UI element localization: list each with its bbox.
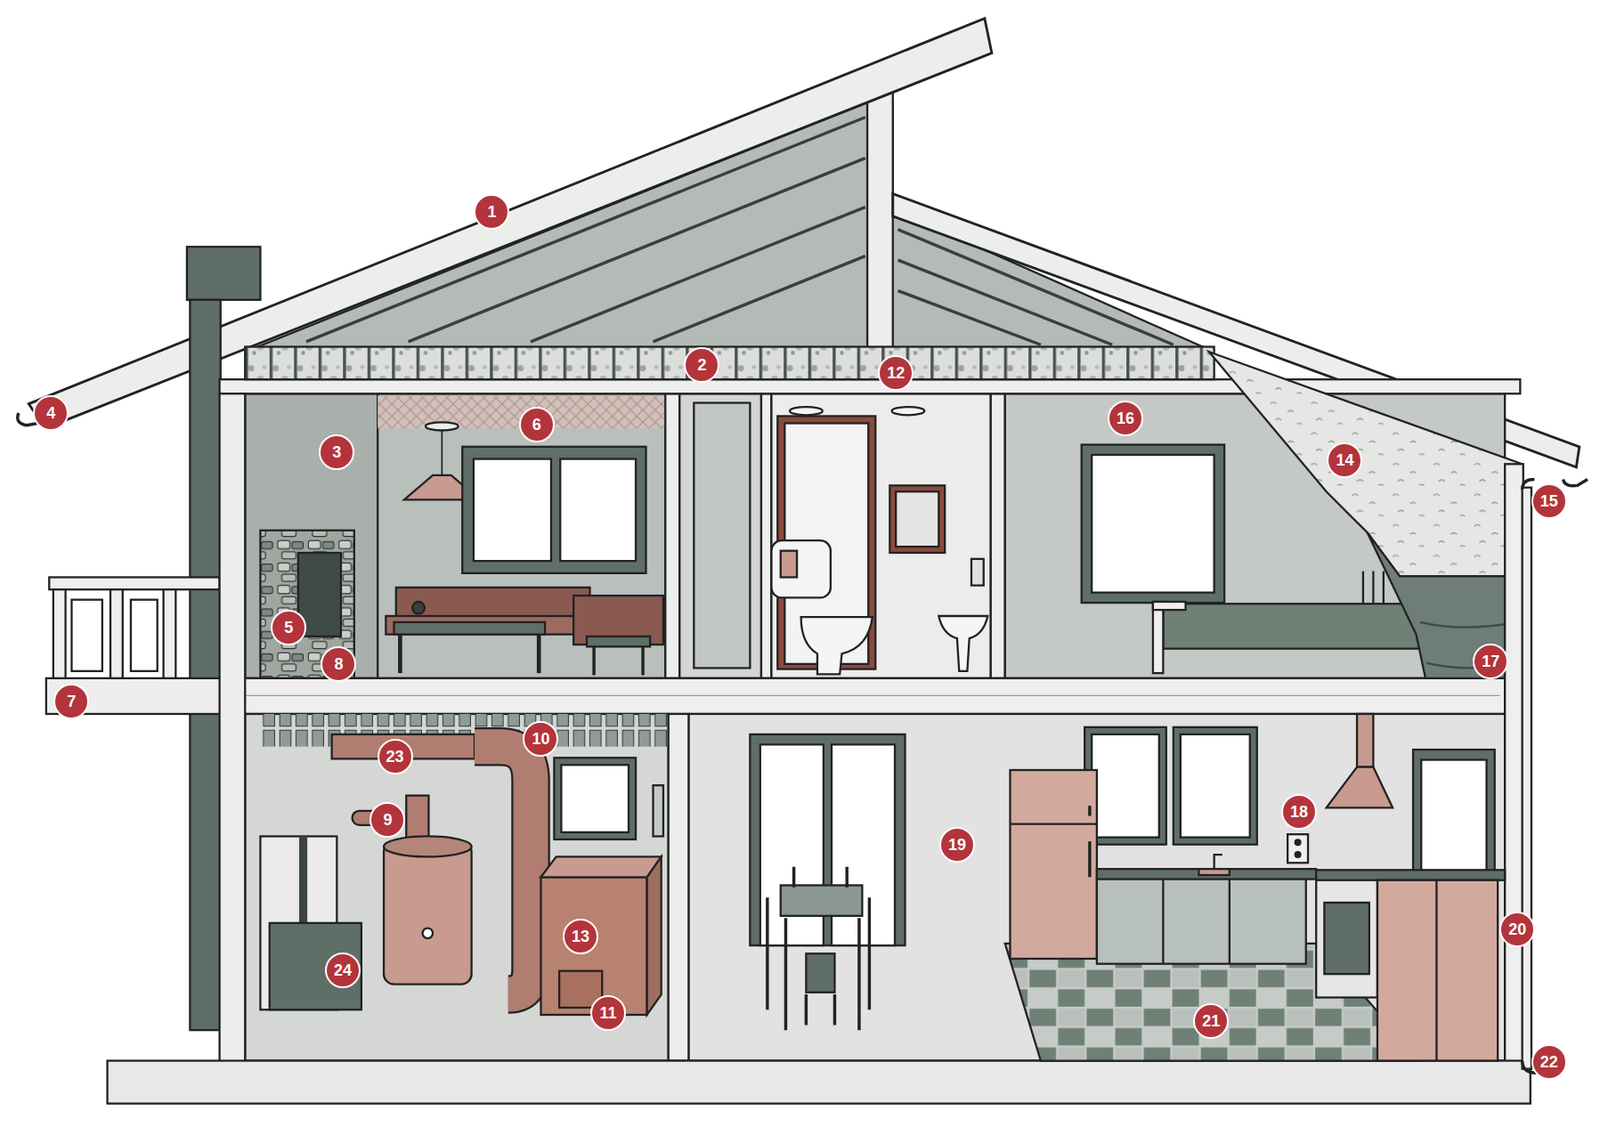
- callout-number: 19: [948, 836, 967, 853]
- callout-badge: 17: [1472, 643, 1509, 680]
- floor-slab: [46, 678, 1505, 715]
- callout-badge: 23: [377, 739, 414, 775]
- utility-room: [259, 714, 668, 1016]
- dining-area: [749, 734, 905, 1031]
- callout-number: 21: [1202, 1013, 1220, 1030]
- callout-badge: 22: [1531, 1044, 1568, 1081]
- callout-badge: 24: [324, 952, 361, 989]
- callout-number: 8: [333, 656, 343, 673]
- callout-number: 5: [284, 619, 293, 636]
- kitchen: [1005, 714, 1505, 1062]
- callout-number: 23: [386, 748, 405, 765]
- ground-rooms: [107, 393, 1531, 1104]
- callout-badge: 3: [318, 434, 355, 471]
- gutter-downspout: [1522, 479, 1537, 1073]
- callout-number: 11: [600, 1005, 618, 1022]
- callout-number: 13: [571, 928, 590, 945]
- callout-number: 15: [1540, 493, 1559, 510]
- callout-badge: 19: [939, 827, 975, 863]
- callout-badge: 6: [519, 406, 555, 443]
- callout-badge: 13: [562, 918, 599, 955]
- callout-number: 2: [697, 357, 707, 374]
- callout-badge: 10: [522, 721, 559, 757]
- callout-badge: 5: [270, 609, 307, 646]
- callout-number: 9: [382, 812, 392, 829]
- callout-number: 7: [66, 693, 76, 710]
- callout-badge: 11: [590, 995, 626, 1032]
- callout-badge: 20: [1499, 911, 1536, 948]
- callout-badge: 18: [1281, 794, 1317, 830]
- callout-number: 20: [1508, 921, 1527, 938]
- callout-number: 4: [46, 405, 56, 422]
- callout-number: 24: [333, 962, 352, 979]
- callout-badge: 16: [1107, 400, 1144, 437]
- callout-number: 22: [1540, 1054, 1559, 1071]
- callout-badge: 15: [1531, 483, 1568, 520]
- callout-number: 3: [332, 444, 342, 461]
- callout-number: 18: [1290, 804, 1308, 821]
- balcony: [48, 576, 220, 678]
- callout-number: 17: [1481, 653, 1500, 670]
- callout-number: 1: [487, 203, 496, 220]
- callout-number: 12: [886, 365, 905, 382]
- bathroom: [771, 406, 988, 675]
- living-room: [259, 422, 664, 679]
- callout-number: 6: [532, 416, 542, 433]
- callout-number: 14: [1335, 452, 1354, 469]
- callout-number: 10: [531, 730, 550, 748]
- callout-number: 16: [1116, 410, 1135, 427]
